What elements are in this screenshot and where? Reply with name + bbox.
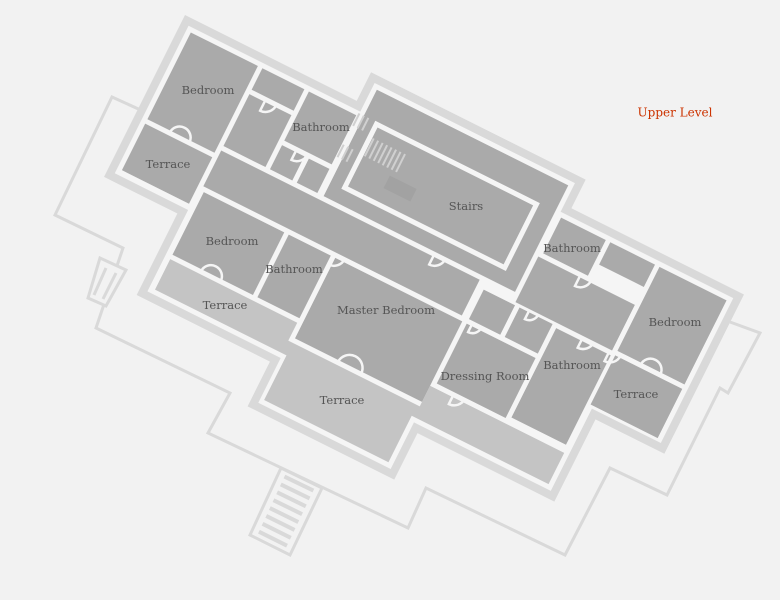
room-terrace-nw	[121, 123, 213, 204]
room-bathroom-ne	[543, 217, 606, 276]
stair-tread	[361, 117, 370, 131]
door-icon	[466, 322, 483, 335]
door-icon	[602, 349, 622, 364]
room-label-terrace: Terrace	[203, 298, 248, 312]
stair-tread	[395, 153, 406, 173]
room-label-stairs: Stairs	[449, 199, 484, 213]
double-door-icon	[639, 357, 663, 376]
room-bathroom-n	[284, 91, 357, 165]
door-icon	[447, 392, 467, 407]
room-label-dressing-room: Dressing Room	[441, 369, 530, 383]
room-master-bedroom	[294, 257, 463, 402]
room-hall-n	[223, 94, 292, 168]
room-closet-n3	[296, 158, 330, 194]
door-icon	[523, 309, 540, 322]
stair-tread	[386, 149, 397, 168]
room-stair-hall	[323, 89, 569, 292]
stair-tread	[279, 482, 311, 501]
double-door-icon	[199, 263, 224, 282]
double-door-icon	[336, 353, 364, 375]
exterior-stairs-south	[248, 465, 324, 558]
room-label-terrace: Terrace	[146, 157, 191, 171]
stair-tread	[268, 506, 300, 524]
room-hall-e	[515, 256, 635, 351]
door-icon	[427, 253, 447, 268]
room-label-bedroom: Bedroom	[182, 83, 235, 97]
room-bathroom-se	[511, 328, 611, 445]
stair-tread	[261, 522, 292, 540]
room-bathroom-w	[257, 234, 331, 319]
room-closet-dr1	[468, 289, 516, 335]
landing	[383, 175, 417, 202]
stair-tread	[345, 148, 354, 163]
stair-tread	[390, 151, 402, 171]
room-label-bathroom: Bathroom	[265, 262, 323, 276]
room-dressing-room	[436, 323, 536, 418]
room-terrace-e	[590, 355, 683, 439]
stairwell-outline	[341, 120, 540, 272]
room-closet-dr2	[504, 307, 553, 354]
stair-tread	[381, 146, 393, 166]
site-boundary	[52, 95, 763, 557]
stair-tread	[276, 490, 307, 509]
room-bedroom-nw	[147, 32, 258, 153]
door-icon	[326, 253, 346, 268]
stair-tread	[363, 137, 375, 157]
stair-tread	[272, 498, 303, 516]
stair-tread	[356, 115, 365, 129]
room-bedroom-w	[172, 192, 285, 295]
room-label-bathroom: Bathroom	[543, 358, 601, 372]
room-label-bathroom: Bathroom	[543, 241, 601, 255]
room-bedroom-e	[617, 266, 727, 385]
room-label-bedroom: Bedroom	[206, 234, 259, 248]
door-icon	[258, 99, 278, 114]
room-closet-n	[251, 68, 305, 111]
room-label-bedroom: Bedroom	[649, 315, 702, 329]
room-label-master-bedroom: Master Bedroom	[337, 303, 435, 317]
door-icon	[573, 274, 593, 289]
stair-tread	[283, 474, 315, 493]
stair-tread	[336, 144, 345, 158]
stair-tread	[341, 146, 350, 160]
room-closet-ne	[599, 242, 655, 287]
stair-tread	[258, 529, 288, 548]
stair-tread	[265, 514, 296, 532]
room-corridor	[203, 150, 480, 316]
door-icon	[575, 336, 595, 351]
stair-tread	[372, 142, 384, 162]
building	[104, 15, 744, 502]
terrace-south-area	[155, 259, 565, 485]
stair-tread	[368, 140, 380, 160]
room-label-terrace: Terrace	[614, 387, 659, 401]
level-label[interactable]: Upper Level	[638, 106, 713, 120]
exterior-stairs-west	[86, 255, 129, 308]
door-icon	[289, 148, 309, 163]
room-label-terrace: Terrace	[320, 393, 365, 407]
stair-tread	[352, 112, 361, 127]
room-label-bathroom: Bathroom	[292, 120, 350, 134]
double-door-icon	[168, 125, 192, 144]
stair-tread	[377, 144, 389, 164]
